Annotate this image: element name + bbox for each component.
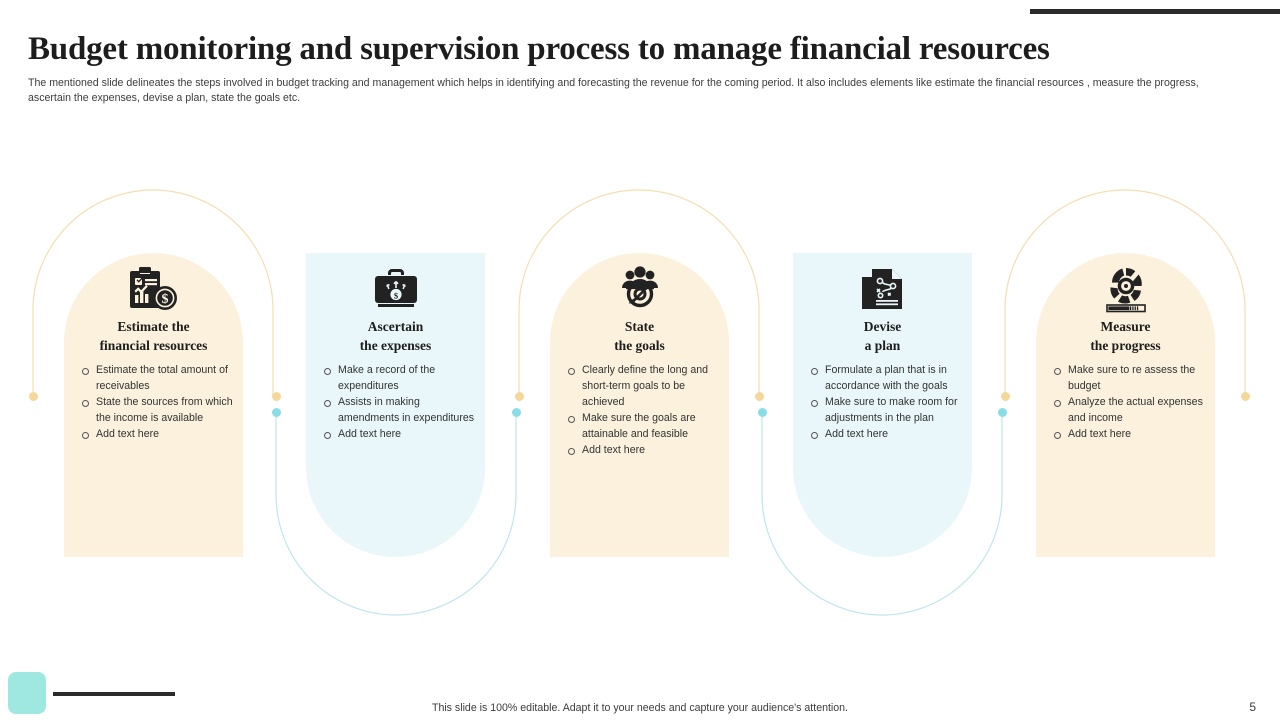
list-item: Clearly define the long and short-term g… [566, 362, 721, 410]
step-bullets: Formulate a plan that is in accordance w… [799, 362, 966, 442]
page-title: Budget monitoring and supervision proces… [28, 31, 1050, 67]
step-title: Estimate the financial resources [99, 319, 208, 353]
footer-accent-rule [53, 692, 175, 696]
svg-text:$: $ [393, 290, 398, 300]
clipboard-chart-dollar-icon: $ [70, 253, 237, 315]
step-card-devise-a-plan[interactable]: Devise a plan Formulate a plan that is i… [793, 253, 972, 557]
list-item: Make a record of the expenditures [322, 362, 477, 394]
list-item: Add text here [322, 426, 477, 442]
step-card-estimate-financial-resources[interactable]: $ Estimate the financial resources Estim… [64, 253, 243, 557]
step-title: Measure the progress [1090, 319, 1161, 353]
step-card-ascertain-the-expenses[interactable]: $ Ascertain the expenses Make a record o… [306, 253, 485, 557]
step-title: Ascertain the expenses [359, 319, 432, 353]
step-bullets: Make a record of the expenditures Assist… [312, 362, 479, 442]
connector-dot-blue-3 [758, 408, 767, 417]
connector-dot-blue-1 [272, 408, 281, 417]
connector-dot-cream-1 [29, 392, 38, 401]
list-item: Make sure to re assess the budget [1052, 362, 1207, 394]
list-item: Analyze the actual expenses and income [1052, 394, 1207, 426]
step-bullets: Clearly define the long and short-term g… [556, 362, 723, 458]
step-title: State the goals [614, 319, 665, 353]
step-bullets: Make sure to re assess the budget Analyz… [1042, 362, 1209, 442]
top-accent-bar [1030, 9, 1280, 14]
footer-note: This slide is 100% editable. Adapt it to… [431, 702, 849, 714]
step-card-state-the-goals[interactable]: State the goals Clearly define the long … [550, 253, 729, 557]
step-card-measure-the-progress[interactable]: Measure the progress Make sure to re ass… [1036, 253, 1215, 557]
briefcase-money-icon: $ [312, 253, 479, 315]
list-item: Add text here [809, 426, 964, 442]
connector-dot-cream-5 [1001, 392, 1010, 401]
list-item: Add text here [1052, 426, 1207, 442]
step-title: Devise a plan [863, 319, 902, 353]
list-item: Make sure the goals are attainable and f… [566, 410, 721, 442]
list-item: Add text here [566, 442, 721, 458]
connector-dot-cream-2 [272, 392, 281, 401]
connector-dot-cream-4 [755, 392, 764, 401]
gear-progress-icon [1042, 253, 1209, 315]
step-bullets: Estimate the total amount of receivables… [70, 362, 237, 442]
list-item: State the sources from which the income … [80, 394, 235, 426]
team-target-icon [556, 253, 723, 315]
connector-dot-blue-2 [512, 408, 521, 417]
list-item: Assists in making amendments in expendit… [322, 394, 477, 426]
page-subtitle: The mentioned slide delineates the steps… [28, 77, 1199, 104]
list-item: Estimate the total amount of receivables [80, 362, 235, 394]
svg-text:$: $ [161, 292, 168, 307]
connector-dot-cream-6 [1241, 392, 1250, 401]
list-item: Add text here [80, 426, 235, 442]
footer-accent-chip [8, 672, 46, 714]
list-item: Make sure to make room for adjustments i… [809, 394, 964, 426]
list-item: Formulate a plan that is in accordance w… [809, 362, 964, 394]
connector-dot-blue-4 [998, 408, 1007, 417]
page-number: 5 [1249, 700, 1256, 714]
strategy-document-icon [799, 253, 966, 315]
connector-dot-cream-3 [515, 392, 524, 401]
